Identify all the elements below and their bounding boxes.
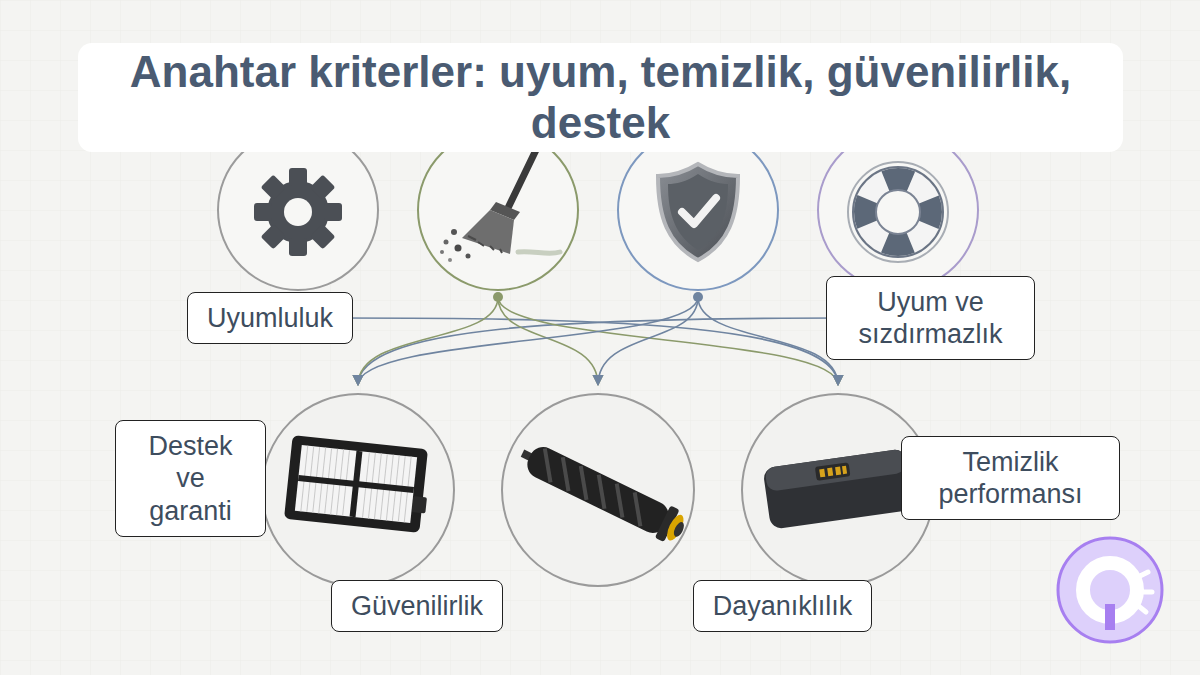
filter-picture xyxy=(284,435,432,533)
brush-roll-picture xyxy=(515,437,691,547)
title: Anahtar kriterler: uyum, temizlik, güven… xyxy=(98,47,1103,148)
bottom-circles xyxy=(262,394,934,586)
label-text: Uyumluluk xyxy=(207,302,333,334)
label-box: Uyum ve sızdırmazlık xyxy=(826,276,1035,360)
logo xyxy=(1058,538,1162,642)
label-box: Güvenilirlik xyxy=(331,580,503,632)
connector-lines xyxy=(340,292,845,385)
title-box: Anahtar kriterler: uyum, temizlik, güven… xyxy=(78,43,1123,152)
label-text: Destek ve garanti xyxy=(135,430,247,527)
label-text: Temizlik performansı xyxy=(921,446,1101,511)
label-box: Dayanıklılık xyxy=(693,580,872,632)
label-text: Dayanıklılık xyxy=(713,590,853,622)
shield-icon xyxy=(658,164,738,260)
label-box: Temizlik performansı xyxy=(901,436,1120,520)
gear-icon xyxy=(254,168,342,256)
battery-picture xyxy=(763,448,914,529)
lifebuoy-icon xyxy=(848,162,948,262)
label-box: Uyumluluk xyxy=(187,292,353,344)
broom-icon xyxy=(440,150,560,262)
label-box: Destek ve garanti xyxy=(115,420,266,537)
label-text: Güvenilirlik xyxy=(351,590,483,622)
top-circles xyxy=(218,130,978,290)
label-text: Uyum ve sızdırmazlık xyxy=(846,286,1016,351)
